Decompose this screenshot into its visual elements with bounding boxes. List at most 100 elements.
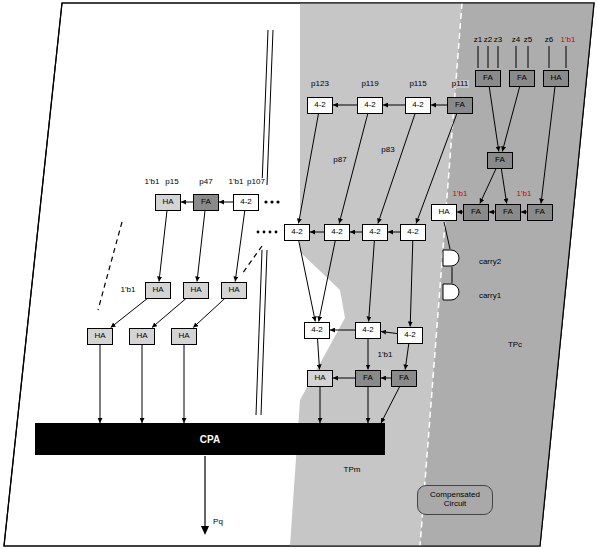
signal-connector: [333, 105, 357, 106]
node-text: HA: [94, 332, 105, 341]
adder-bar: CPA: [35, 423, 385, 455]
output-arrowhead: [201, 526, 209, 535]
tpc-region: [420, 3, 594, 546]
signal-connector: [339, 114, 368, 224]
compressor-box: 4-2: [307, 97, 333, 114]
signal-label: Pq: [212, 518, 224, 527]
node-text: FA: [363, 374, 373, 383]
compressor-box: 4-2: [233, 194, 259, 211]
signal-label: 1'b1: [560, 36, 577, 45]
half-adder-box: HA: [145, 282, 171, 299]
full-adder-box: HA: [543, 70, 569, 87]
signal-label: 1'b1: [377, 351, 394, 360]
signal-connector: [501, 169, 506, 204]
signal-connector: [159, 211, 167, 282]
signal-label: p119: [360, 80, 379, 89]
signal-label: p47: [198, 178, 213, 187]
signal-connector: [383, 105, 405, 106]
signal-label: 1'b1: [228, 178, 245, 187]
node-text: 4-2: [291, 228, 303, 237]
full-adder-box: FA: [509, 70, 535, 87]
signal-connector: [405, 344, 409, 370]
signal-label: 1'b1: [144, 178, 161, 187]
signal-connector: [489, 87, 499, 152]
node-text: 4-2: [369, 228, 381, 237]
node-text: FA: [535, 208, 545, 217]
node-text: HA: [190, 286, 201, 295]
ellipsis-dots: [257, 200, 280, 233]
signal-label: z4: [511, 36, 521, 45]
full-adder-box: FA: [475, 70, 501, 87]
signal-label: z2: [483, 36, 493, 45]
compressor-box: 4-2: [362, 224, 388, 241]
signal-label: carry1: [478, 292, 502, 301]
node-text: 4-2: [331, 228, 343, 237]
signal-label: p115: [408, 80, 427, 89]
compressor-box: 4-2: [355, 322, 381, 339]
signal-connector: [369, 241, 375, 322]
signal-label: TPc: [507, 341, 523, 350]
compressor-box: 4-2: [397, 327, 423, 344]
node-text: HA: [550, 74, 561, 83]
signal-label: p87: [332, 156, 347, 165]
full-adder-box: FA: [495, 204, 521, 221]
signal-label: z6: [544, 36, 554, 45]
signal-connector: [142, 345, 143, 424]
signal-connector: [431, 105, 447, 106]
node-text: 4-2: [404, 331, 416, 340]
half-adder-box: HA: [221, 282, 247, 299]
node-text: HA: [136, 332, 147, 341]
node-text: FA: [517, 74, 527, 83]
node-text: FA: [483, 74, 493, 83]
node-text: Compensated Circuit: [418, 491, 492, 509]
half-adder-box: HA: [129, 328, 155, 345]
node-text: 4-2: [314, 101, 326, 110]
signal-connector: [378, 114, 415, 224]
signal-connector: [368, 339, 369, 370]
node-text: HA: [152, 286, 163, 295]
signal-label: 1'b1: [516, 190, 533, 199]
half-adder-box: HA: [171, 328, 197, 345]
signal-connector: [310, 232, 324, 233]
signal-label: z1: [473, 36, 483, 45]
compressor-box: HA: [431, 204, 457, 221]
signal-label: TPm: [343, 466, 362, 475]
node-text: 4-2: [362, 326, 374, 335]
compressor-box: 4-2: [304, 322, 330, 339]
panel: [4, 3, 594, 546]
signal-connector: [368, 387, 369, 424]
node-text: FA: [503, 208, 513, 217]
signal-label: z3: [493, 36, 503, 45]
signal-label: 1'b1: [452, 190, 469, 199]
half-adder-box: HA: [155, 194, 181, 211]
compressor-box: 4-2: [400, 224, 426, 241]
signal-label: 1'b1: [120, 286, 137, 295]
full-adder-box: FA: [487, 152, 513, 169]
node-text: HA: [314, 374, 325, 383]
break-marks: [256, 30, 273, 415]
signal-connector: [111, 299, 148, 328]
node-text: 4-2: [311, 326, 323, 335]
circuit-box: Compensated Circuit: [417, 485, 493, 515]
signal-connector: [319, 241, 336, 322]
signal-connector: [197, 211, 205, 282]
half-adder-box: HA: [183, 282, 209, 299]
signal-connector: [388, 232, 400, 233]
panel-border: [4, 3, 594, 546]
signal-label: p123: [310, 80, 330, 89]
signal-connector: [350, 232, 362, 233]
node-text: HA: [162, 198, 173, 207]
node-text: 4-2: [407, 228, 419, 237]
node-text: HA: [438, 208, 449, 217]
signal-connector: [299, 241, 316, 322]
full-adder-box: FA: [391, 370, 417, 387]
node-text: 4-2: [364, 101, 376, 110]
node-text: FA: [495, 156, 505, 165]
signal-label: p111: [451, 80, 470, 89]
signal-connector: [541, 87, 555, 204]
full-adder-box: FA: [527, 204, 553, 221]
node-text: FA: [201, 198, 211, 207]
signal-connector: [502, 87, 519, 152]
